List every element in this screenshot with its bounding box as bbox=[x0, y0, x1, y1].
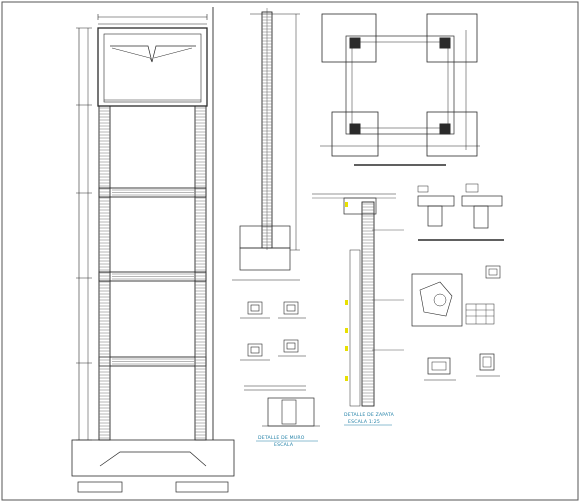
wall-detail-title: DETALLE DE MURO bbox=[258, 435, 305, 441]
joint-details bbox=[417, 183, 504, 241]
lower-right-sections bbox=[424, 353, 500, 381]
foot-detail-scale: ESCALA 1:25 bbox=[348, 419, 380, 425]
wall-rebar-hatch bbox=[262, 13, 272, 246]
wall-detail-drawing bbox=[244, 385, 320, 427]
foot-detail-title: DETALLE DE ZAPATA bbox=[344, 412, 395, 418]
tank-elevation bbox=[71, 7, 235, 493]
corner-detail bbox=[411, 265, 501, 327]
wall-detail-scale: ESCALA bbox=[274, 442, 294, 448]
column-rebar-hatch bbox=[99, 107, 206, 439]
small-section-details bbox=[240, 301, 306, 361]
footing-detail-drawing bbox=[312, 193, 404, 407]
footing-plan bbox=[320, 13, 480, 166]
pile-rebar-hatch bbox=[362, 203, 374, 403]
yellow-marks bbox=[345, 202, 348, 381]
wall-section bbox=[232, 8, 300, 281]
